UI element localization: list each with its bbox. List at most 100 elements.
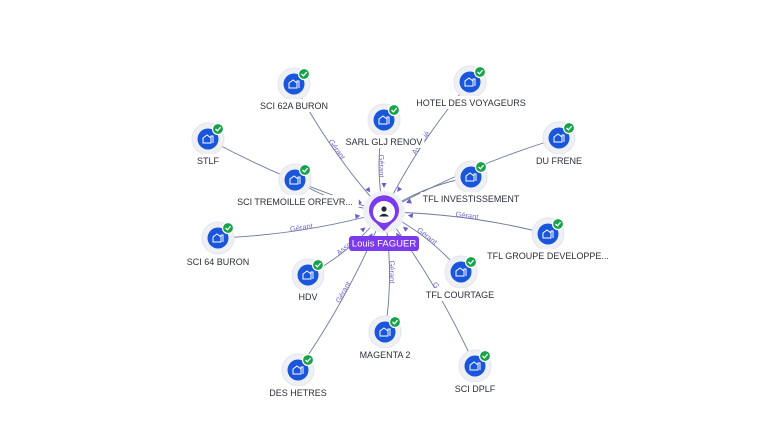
company-node[interactable]: HOTEL DES VOYAGEURS [416,65,526,109]
company-node[interactable]: STLF [191,122,225,167]
check-mark-icon [566,125,573,131]
company-label-bg [357,348,413,361]
company-label: TFL INVESTISSEMENT [423,194,520,204]
building-icon [207,227,229,249]
building-glyph [553,133,565,143]
company-node[interactable]: MAGENTA 2 [357,315,413,361]
company-label-bg [256,99,332,112]
edge-relation-label: Gérant [455,210,480,222]
company-label: DES HETRES [269,388,327,398]
company-node[interactable]: SCI 62A BURON [256,67,332,112]
check-mark-icon [302,167,309,173]
check-badge-icon [464,255,478,269]
pin-inner [373,201,395,223]
building-icon [537,223,559,245]
building-glyph [212,233,224,243]
building-glyph [542,229,554,239]
edge-arrow [407,213,414,219]
company-node[interactable]: DES HETRES [268,353,328,399]
edge-arrow [397,186,403,192]
building-icon [197,128,219,150]
company-node[interactable]: TFL COURTAGE [424,255,496,301]
building-glyph [289,175,301,185]
company-node[interactable]: HDV [291,258,325,303]
building-icon [548,127,570,149]
company-node[interactable]: TFL INVESTISSEMENT [420,160,522,205]
building-icon [460,166,482,188]
edge-relation-label: G [431,280,442,290]
check-mark-icon [555,221,562,227]
company-node[interactable]: SCI DPLF [450,349,500,395]
company-label: TFL COURTAGE [426,290,494,300]
building-glyph [464,77,476,87]
company-label-bg [420,192,522,205]
building-glyph [202,134,214,144]
company-node[interactable]: DU FRENE [534,121,584,167]
building-glyph [455,267,467,277]
edge-relation-label: Gérant [377,155,386,179]
building-glyph [292,365,304,375]
company-node[interactable]: SCI 64 BURON [182,221,254,268]
company-label-bg [296,290,320,303]
check-badge-icon [387,103,401,117]
building-icon [459,71,481,93]
check-badge-icon [301,353,315,367]
company-label-bg [268,386,328,399]
company-node[interactable]: SCI TREMOILLE ORFEVR... [231,163,359,208]
check-mark-icon [478,164,485,170]
check-mark-icon [482,353,489,359]
edge-relation-label: Gérant [334,279,353,304]
check-mark-icon [305,357,312,363]
building-glyph [469,361,481,371]
check-badge-icon [478,349,492,363]
check-mark-icon [468,259,475,265]
company-node[interactable]: TFL GROUPE DEVELOPPE... [484,217,612,262]
company-label-bg [534,154,584,167]
company-label-bg [424,288,496,301]
center-label: Louis FAGUER [352,239,417,250]
building-glyph [465,172,477,182]
check-mark-icon [392,319,399,325]
nodes-layer: SCI 62A BURON HOTEL DES VOYAGEURS SARL GLJ… [182,65,612,399]
building-icon [287,359,309,381]
check-badge-icon [211,122,225,136]
company-label: SCI DPLF [455,384,496,394]
check-mark-icon [391,107,398,113]
company-label: SARL GLJ RENOV [346,137,423,147]
company-label: SCI 64 BURON [187,257,250,267]
edge-link [297,211,385,371]
company-label: SCI TREMOILLE ORFEVR... [237,197,353,207]
center-label-badge [349,236,419,251]
edge-arrow [381,183,387,188]
building-icon [374,321,396,343]
check-badge-icon [562,121,576,135]
center-person-node[interactable]: Louis FAGUER [349,191,419,251]
check-badge-icon [551,217,565,231]
company-node[interactable]: SARL GLJ RENOV [343,103,425,148]
edge-arrow [360,227,366,233]
check-mark-icon [477,69,484,75]
check-mark-icon [225,225,232,231]
company-label: MAGENTA 2 [360,350,411,360]
building-icon [450,261,472,283]
check-badge-icon [388,315,402,329]
check-badge-icon [298,163,312,177]
company-label-bg [182,255,254,268]
company-label: SCI 62A BURON [260,101,328,111]
company-label: TFL GROUPE DEVELOPPE... [487,251,609,261]
company-label-bg [193,154,223,167]
company-label: DU FRENE [536,156,582,166]
edge-arrow [406,198,412,204]
company-label: HDV [298,292,317,302]
building-glyph [302,270,314,280]
edge-arrow [365,186,371,193]
company-label-bg [450,382,500,395]
company-label-bg [231,195,359,208]
building-glyph [288,79,300,89]
check-mark-icon [315,262,322,268]
person-icon-head [381,206,387,212]
check-badge-icon [311,258,325,272]
edge-relation-label: Gérant [387,260,396,284]
edge-relation-label: Gérant [289,221,314,234]
